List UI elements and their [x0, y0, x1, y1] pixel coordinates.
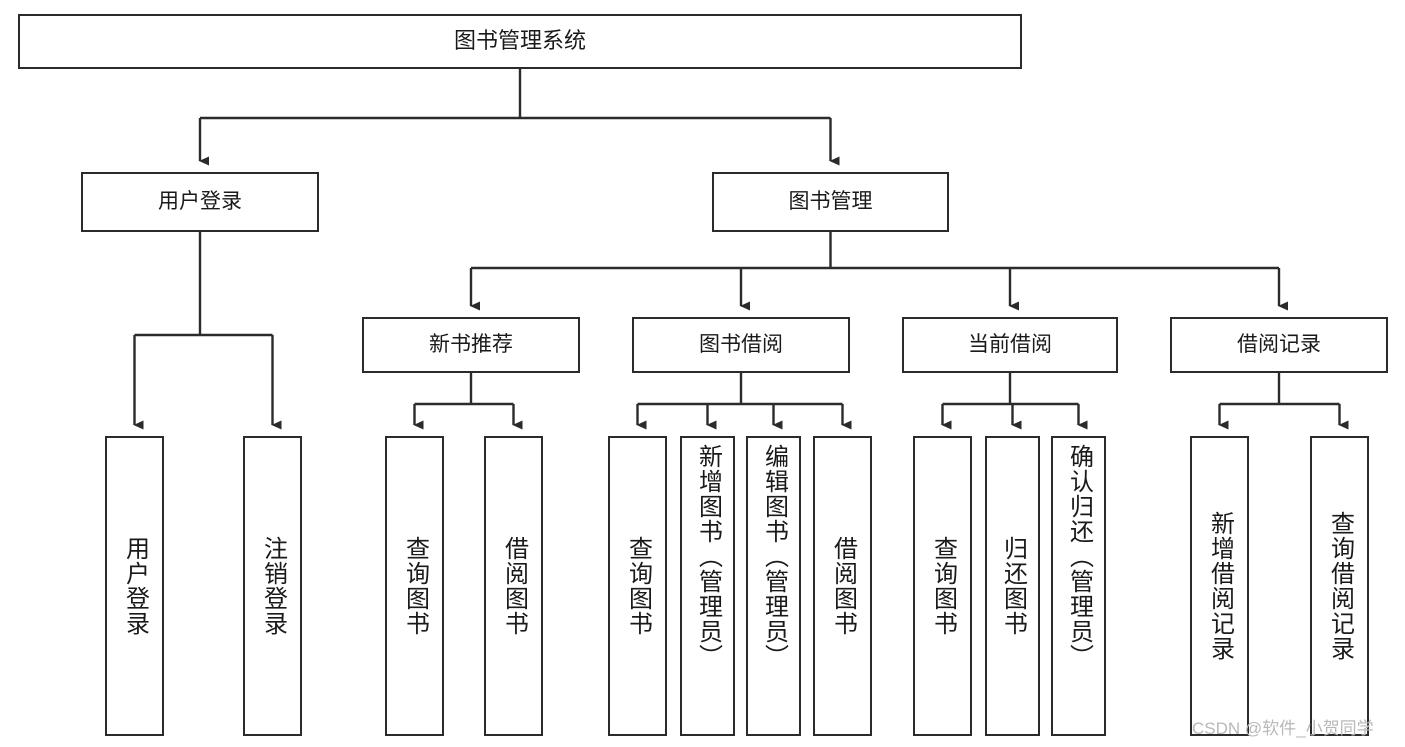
node-label-book-manage: 图书管理	[788, 190, 873, 214]
node-leaf-edit-book[interactable]: 编辑图书（管理员）	[746, 436, 801, 736]
node-label-leaf-borrow-book-2: 借阅图书	[829, 536, 857, 636]
node-leaf-add-book[interactable]: 新增图书（管理员）	[680, 436, 735, 736]
node-label-borrow-record: 借阅记录	[1237, 333, 1321, 357]
node-leaf-borrow-book-2[interactable]: 借阅图书	[813, 436, 872, 736]
node-label-user-login: 用户登录	[158, 190, 242, 214]
node-leaf-user-login[interactable]: 用户登录	[105, 436, 164, 736]
node-leaf-confirm-return[interactable]: 确认归还（管理员）	[1051, 436, 1106, 736]
node-label-leaf-logout: 注销登录	[259, 536, 287, 636]
node-leaf-query-record[interactable]: 查询借阅记录	[1310, 436, 1369, 736]
node-current-borrow[interactable]: 当前借阅	[902, 317, 1118, 373]
node-label-new-book-rec: 新书推荐	[429, 333, 513, 357]
node-leaf-query-book-3[interactable]: 查询图书	[913, 436, 972, 736]
node-label-leaf-edit-book: 编辑图书（管理员）	[760, 444, 788, 669]
node-label-current-borrow: 当前借阅	[968, 333, 1052, 357]
node-root[interactable]: 图书管理系统	[18, 14, 1022, 69]
node-label-book-borrow: 图书借阅	[699, 333, 783, 357]
node-user-login[interactable]: 用户登录	[81, 172, 319, 232]
node-book-borrow[interactable]: 图书借阅	[632, 317, 850, 373]
node-label-leaf-query-book-2: 查询图书	[624, 536, 652, 636]
node-leaf-add-record[interactable]: 新增借阅记录	[1190, 436, 1249, 736]
node-label-leaf-borrow-book-1: 借阅图书	[500, 536, 528, 636]
node-label-leaf-query-book-3: 查询图书	[929, 536, 957, 636]
node-label-root: 图书管理系统	[453, 28, 586, 54]
node-label-leaf-query-book-1: 查询图书	[401, 536, 429, 636]
node-label-leaf-return-book: 归还图书	[999, 536, 1027, 636]
node-label-leaf-user-login: 用户登录	[121, 536, 149, 636]
node-leaf-borrow-book-1[interactable]: 借阅图书	[484, 436, 543, 736]
node-leaf-query-book-1[interactable]: 查询图书	[385, 436, 444, 736]
node-leaf-query-book-2[interactable]: 查询图书	[608, 436, 667, 736]
node-label-leaf-confirm-return: 确认归还（管理员）	[1065, 444, 1093, 669]
node-label-leaf-add-book: 新增图书（管理员）	[694, 444, 722, 669]
node-book-manage[interactable]: 图书管理	[712, 172, 949, 232]
node-leaf-logout[interactable]: 注销登录	[243, 436, 302, 736]
node-new-book-rec[interactable]: 新书推荐	[362, 317, 580, 373]
node-label-leaf-add-record: 新增借阅记录	[1206, 511, 1234, 661]
node-borrow-record[interactable]: 借阅记录	[1170, 317, 1388, 373]
watermark-label: CSDN @软件_小贺同学	[1192, 719, 1374, 738]
node-label-leaf-query-record: 查询借阅记录	[1326, 511, 1354, 661]
node-leaf-return-book[interactable]: 归还图书	[985, 436, 1040, 736]
